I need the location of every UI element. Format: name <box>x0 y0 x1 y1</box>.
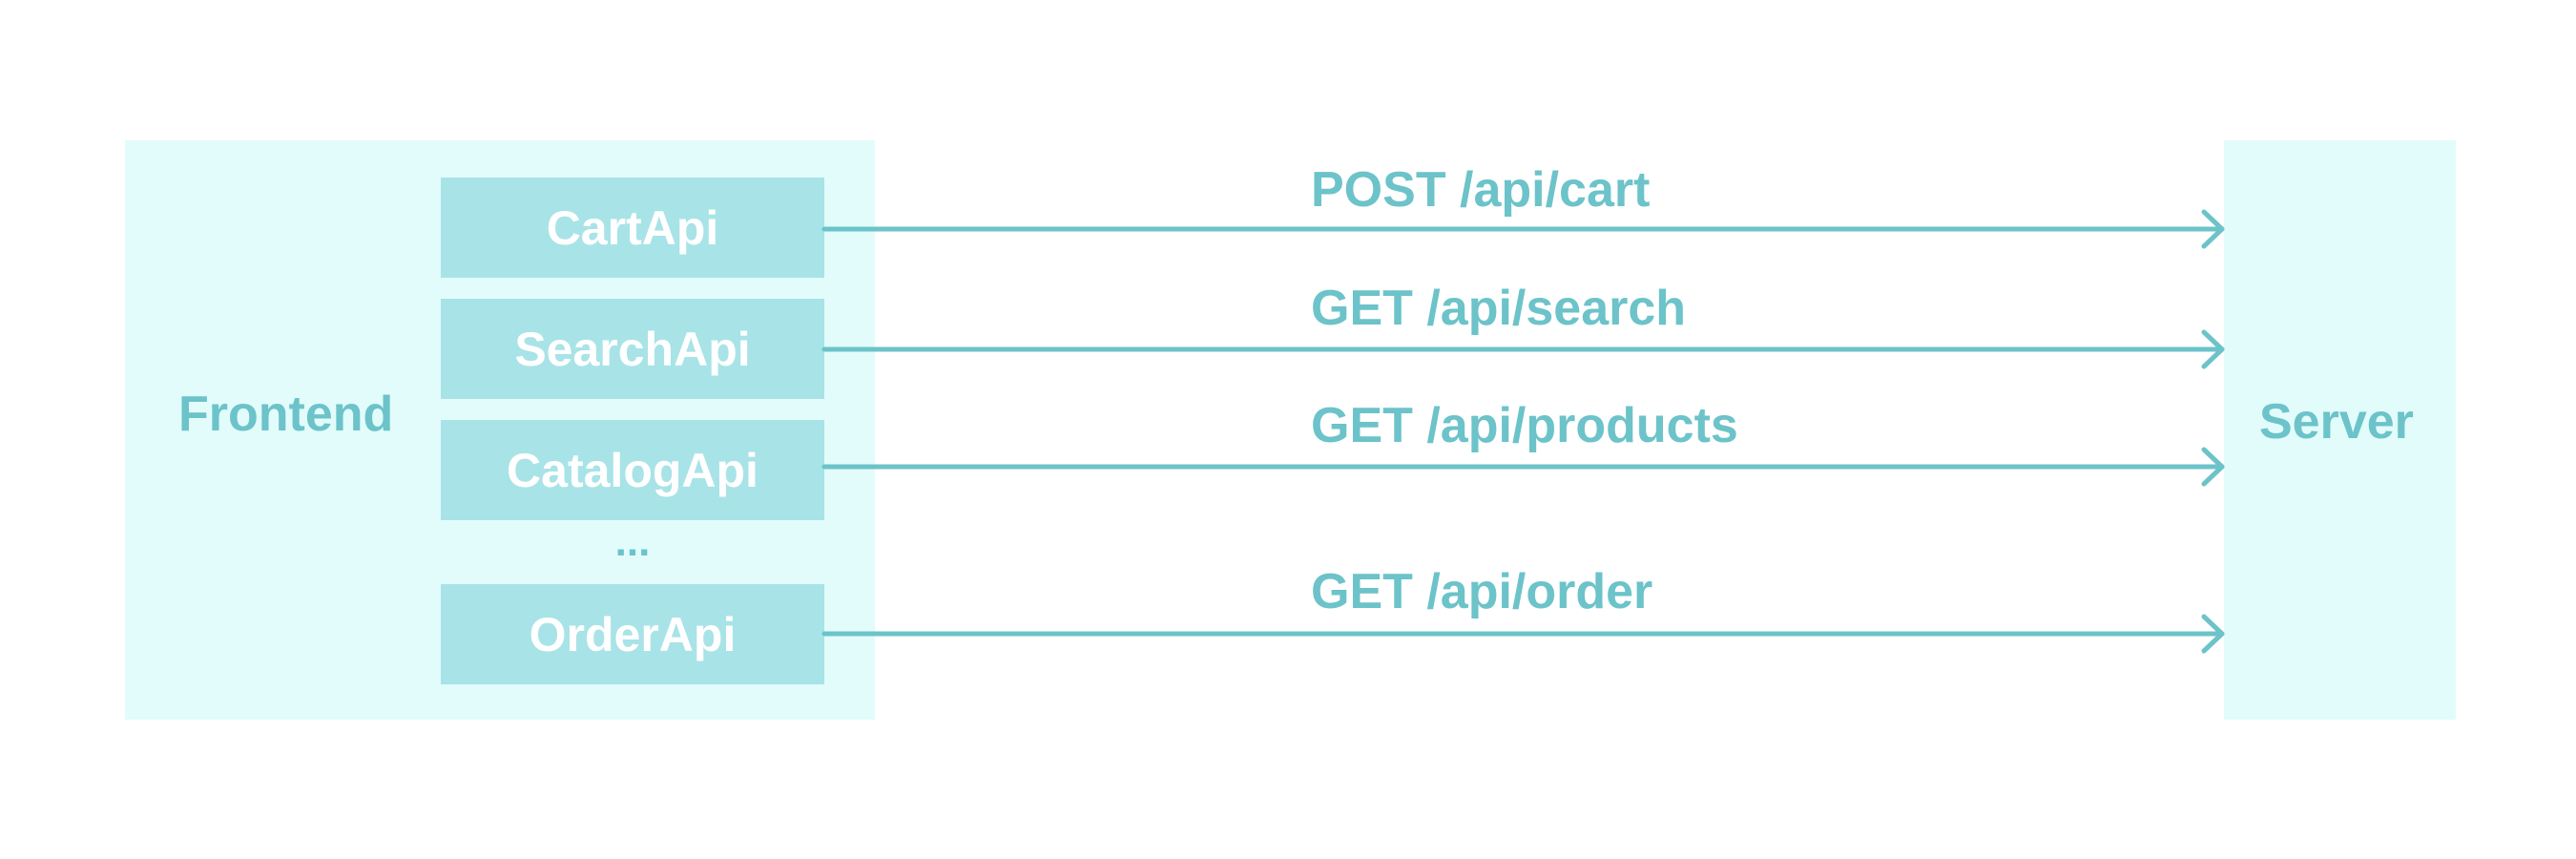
server-label: Server <box>2259 394 2414 450</box>
order-request-arrow <box>821 614 2225 654</box>
order-api-box: OrderApi <box>441 584 824 684</box>
search-api-box: SearchApi <box>441 299 824 399</box>
cart-request-arrow <box>821 209 2225 249</box>
server-panel <box>2224 140 2456 720</box>
catalog-api-box: CatalogApi <box>441 420 824 520</box>
frontend-label: Frontend <box>178 387 394 442</box>
route-label-cart: POST /api/cart <box>1311 162 1651 218</box>
route-label-products: GET /api/products <box>1311 398 1738 453</box>
route-label-order: GET /api/order <box>1311 564 1653 619</box>
route-label-search: GET /api/search <box>1311 281 1687 336</box>
cart-api-box: CartApi <box>441 178 824 278</box>
products-request-arrow <box>821 447 2225 487</box>
more-apis-ellipsis: ... <box>614 518 651 565</box>
search-request-arrow <box>821 329 2225 369</box>
